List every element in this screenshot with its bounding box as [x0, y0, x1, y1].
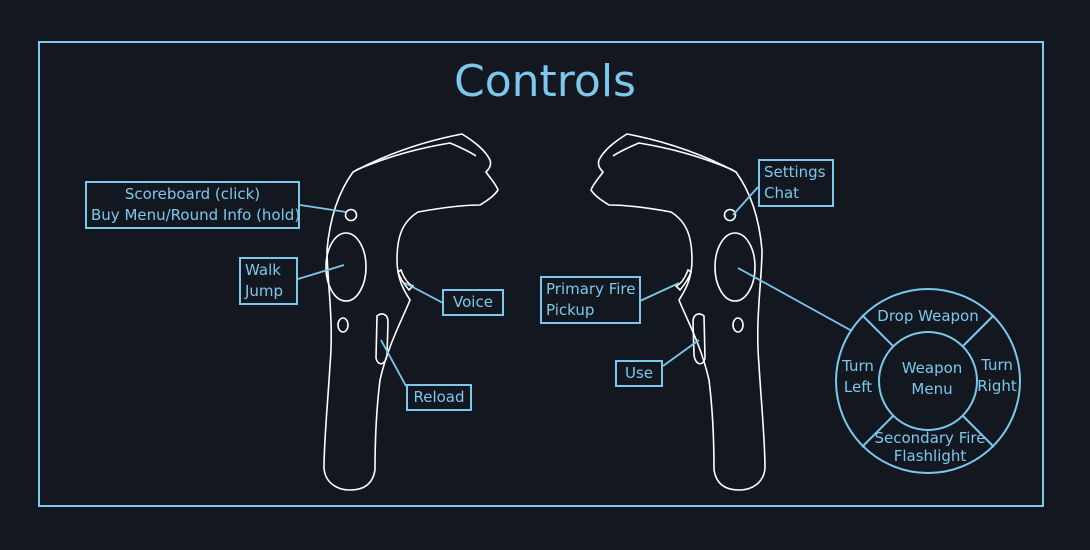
- label-right-menu: Settings Chat: [758, 159, 834, 207]
- leader-right-trackpad: [737, 267, 853, 332]
- label-right-trigger-line1: Primary Fire: [546, 280, 636, 298]
- wheel-center-line2: Menu: [911, 380, 953, 398]
- wheel-bottom-label: Secondary Fire Flashlight: [870, 429, 990, 465]
- left-controller: [323, 133, 499, 491]
- wheel-center-label: Weapon Menu: [893, 358, 971, 400]
- wheel-left-line2: Left: [843, 378, 873, 396]
- leader-left-trigger: [404, 282, 444, 304]
- wheel-divider-se: [962, 415, 995, 448]
- wheel-right-line2: Right: [977, 377, 1017, 395]
- wheel-divider-nw: [861, 314, 894, 347]
- wheel-right-line1: Turn: [981, 356, 1013, 374]
- wheel-left-line1: Turn: [842, 357, 874, 375]
- leader-left-menu: [299, 204, 347, 213]
- leader-left-grip: [380, 339, 407, 387]
- wheel-top-text: Drop Weapon: [877, 307, 979, 325]
- right-trackpad: [714, 232, 756, 302]
- right-system-button: [732, 317, 744, 333]
- right-controller-body: [590, 133, 766, 491]
- label-left-menu-line2: Buy Menu/Round Info (hold): [91, 206, 301, 224]
- label-right-trigger-line2: Pickup: [546, 301, 595, 319]
- left-trackpad: [325, 232, 367, 302]
- leader-right-grip: [662, 339, 700, 367]
- label-left-grip: Reload: [406, 384, 472, 411]
- wheel-top-label: Drop Weapon: [868, 306, 988, 327]
- weapon-wheel: [835, 288, 1021, 474]
- label-left-trackpad-line2: Jump: [245, 282, 284, 300]
- wheel-bottom-line1: Secondary Fire: [874, 429, 986, 447]
- label-left-trigger: Voice: [442, 289, 504, 316]
- label-left-menu-line1: Scoreboard (click): [124, 185, 261, 203]
- wheel-outer-ring: [835, 288, 1021, 474]
- leader-left-trackpad: [297, 264, 345, 280]
- label-right-menu-line2: Chat: [764, 184, 800, 202]
- right-trigger: [674, 268, 692, 292]
- right-grip-button: [692, 313, 706, 365]
- wheel-bottom-line2: Flashlight: [893, 447, 967, 465]
- left-controller-body: [323, 133, 499, 491]
- label-right-grip-text: Use: [624, 364, 654, 382]
- right-controller: [590, 133, 766, 491]
- label-left-trackpad: Walk Jump: [239, 257, 298, 305]
- right-menu-button: [723, 208, 737, 222]
- wheel-divider-sw: [861, 415, 894, 448]
- diagram-frame: [38, 41, 1044, 507]
- wheel-left-label: Turn Left: [836, 356, 880, 398]
- wheel-inner-ring: [878, 331, 978, 431]
- label-right-trigger: Primary Fire Pickup: [540, 276, 641, 324]
- leader-right-menu: [732, 186, 759, 216]
- label-right-grip: Use: [615, 360, 663, 387]
- wheel-divider-ne: [962, 314, 995, 347]
- leader-right-trigger: [639, 282, 680, 302]
- left-grip-button: [375, 313, 389, 365]
- label-left-grip-text: Reload: [413, 388, 465, 406]
- left-menu-button: [344, 208, 358, 222]
- leader-lines: [297, 186, 853, 387]
- wheel-center-line1: Weapon: [901, 359, 963, 377]
- left-system-button: [337, 317, 349, 333]
- right-controller-ridge: [612, 142, 734, 171]
- label-left-trackpad-line1: Walk: [245, 261, 281, 279]
- wheel-right-label: Turn Right: [974, 355, 1020, 397]
- left-controller-ridge: [355, 142, 477, 171]
- label-left-trigger-text: Voice: [453, 293, 493, 311]
- label-right-menu-line1: Settings: [764, 163, 826, 181]
- page-title: Controls: [454, 56, 636, 107]
- left-trigger: [397, 268, 415, 292]
- label-left-menu: Scoreboard (click) Buy Menu/Round Info (…: [85, 181, 300, 229]
